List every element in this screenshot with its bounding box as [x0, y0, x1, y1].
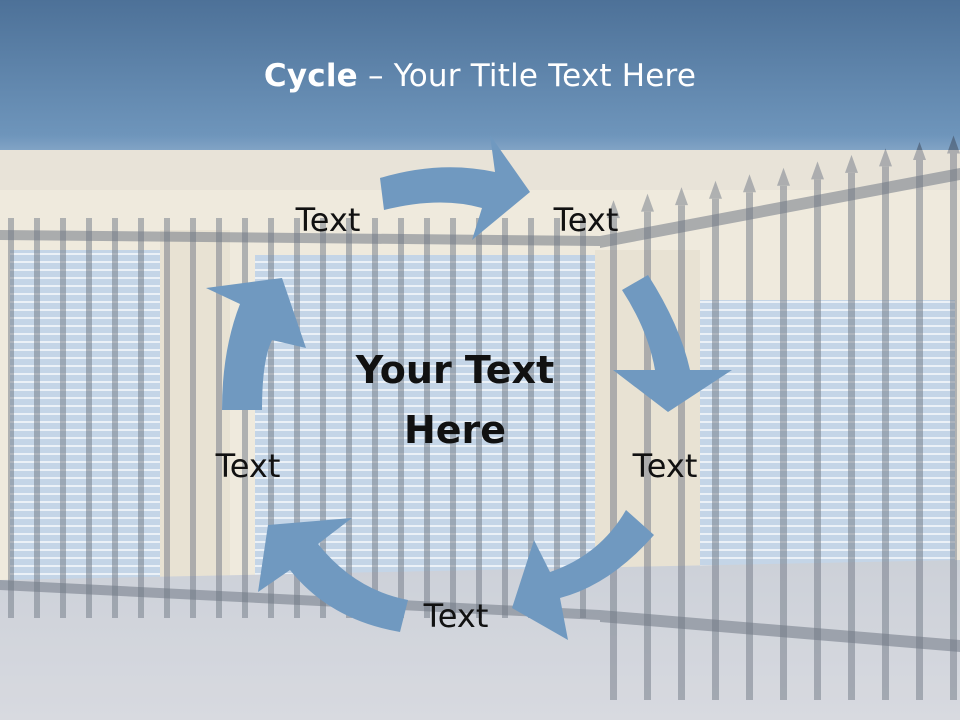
center-text: Your Text Here — [305, 340, 605, 460]
cycle-arrow-right — [613, 275, 732, 412]
title-rest: – Your Title Text Here — [357, 58, 697, 94]
cycle-node-right: Text — [632, 447, 698, 485]
cycle-arrow-bottom-right — [512, 510, 654, 640]
cycle-arrow-left — [206, 278, 306, 410]
cycle-arrow-bottom-left — [258, 518, 408, 632]
center-text-line1: Your Text — [355, 348, 555, 392]
cycle-arrow-top — [380, 135, 530, 240]
cycle-arrows — [206, 135, 732, 640]
slide-title: Cycle – Your Title Text Here — [0, 52, 960, 100]
cycle-node-top-right: Text — [553, 201, 619, 239]
cycle-node-left: Text — [215, 447, 281, 485]
center-text-line2: Here — [403, 408, 507, 452]
cycle-node-bottom: Text — [423, 597, 489, 635]
title-bold: Cycle — [263, 58, 358, 94]
cycle-node-top-left: Text — [295, 201, 361, 239]
